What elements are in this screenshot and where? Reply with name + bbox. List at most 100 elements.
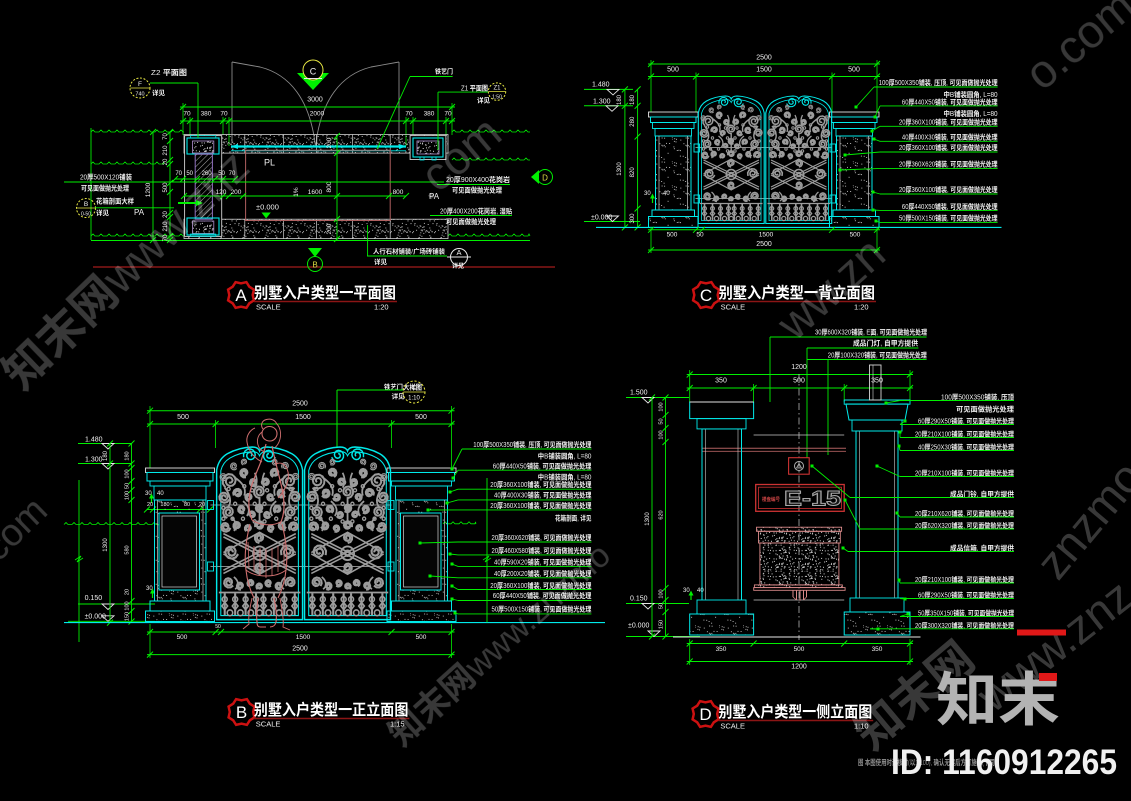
svg-text:图 本图使用时请核对(以1:100), 确认无误后方可施工(: 图 本图使用时请核对(以1:100), 确认无误后方可施工(下同). (858, 757, 998, 768)
svg-text:0.150: 0.150 (85, 593, 103, 603)
svg-text:500: 500 (667, 65, 679, 75)
svg-text:±0.000: ±0.000 (628, 621, 649, 631)
svg-text:20: 20 (160, 211, 169, 218)
svg-text:详见: 详见 (452, 261, 464, 270)
svg-text:210: 210 (160, 145, 169, 156)
svg-text:210: 210 (160, 221, 169, 232)
svg-text:40厚590X20铺装, 可见面做抛光处理: 40厚590X20铺装, 可见面做抛光处理 (494, 558, 591, 568)
svg-text:50: 50 (215, 623, 221, 630)
svg-text:1300: 1300 (642, 512, 651, 526)
svg-text:2500: 2500 (292, 643, 308, 653)
svg-text:40: 40 (157, 488, 164, 497)
svg-text:详见: 详见 (477, 95, 491, 105)
svg-text:30: 30 (145, 488, 152, 497)
svg-text:1.480: 1.480 (592, 80, 610, 90)
svg-text:C: C (310, 65, 317, 78)
svg-text:详见: 详见 (374, 256, 388, 266)
svg-text:150: 150 (123, 612, 131, 621)
svg-text:500: 500 (848, 65, 860, 75)
svg-text:1500: 1500 (759, 229, 774, 239)
svg-text:Z2 平面图: Z2 平面图 (151, 67, 187, 78)
svg-text:60厚440X50铺装, 可见面做抛光处理: 60厚440X50铺装, 可见面做抛光处理 (902, 98, 998, 108)
svg-text:150: 150 (657, 620, 665, 629)
svg-text:B: B (84, 198, 88, 208)
svg-text:可见面做抛光处理: 可见面做抛光处理 (452, 186, 502, 196)
svg-text:30: 30 (644, 188, 651, 197)
svg-text:1:50: 1:50 (492, 94, 502, 101)
svg-text:B: B (312, 260, 317, 271)
svg-text:Z1: Z1 (493, 83, 501, 92)
svg-text:50: 50 (657, 603, 665, 609)
svg-text:40厚250X30铺装, 可见面做抛光处理: 40厚250X30铺装, 可见面做抛光处理 (918, 443, 1014, 453)
svg-text:可见面做抛光处理: 可见面做抛光处理 (956, 405, 1014, 415)
svg-text:1.300: 1.300 (593, 97, 611, 107)
svg-text:70: 70 (405, 108, 413, 118)
svg-text:花箱剖面大样: 花箱剖面大样 (96, 197, 134, 207)
svg-text:350: 350 (715, 375, 727, 385)
svg-text:中B铺装圆角, L=80: 中B铺装圆角, L=80 (538, 472, 592, 482)
svg-text:70: 70 (160, 133, 169, 140)
svg-text:380: 380 (424, 108, 435, 118)
svg-text:A: A (456, 247, 461, 258)
svg-text:1:15: 1:15 (390, 719, 405, 730)
svg-text:F: F (138, 78, 142, 88)
svg-text:1%: 1% (290, 187, 300, 197)
svg-text:180: 180 (123, 451, 131, 460)
svg-text:铁艺门: 铁艺门 (435, 66, 453, 76)
svg-text:别墅入户类型一背立面图: 别墅入户类型一背立面图 (719, 281, 875, 303)
svg-text:1600: 1600 (308, 186, 323, 196)
svg-text:60厚290X50铺装, 可见面做抛光处理: 60厚290X50铺装, 可见面做抛光处理 (918, 591, 1014, 601)
svg-text:20厚620X320铺装, 可见面做抛光处理: 20厚620X320铺装, 可见面做抛光处理 (915, 521, 1014, 531)
svg-text:详见: 详见 (96, 207, 110, 217)
svg-text:±0.000: ±0.000 (256, 202, 279, 213)
svg-text:别墅入户类型一侧立面图: 别墅入户类型一侧立面图 (718, 700, 872, 722)
svg-text:20厚360X620铺装, 可见面做抛光处理: 20厚360X620铺装, 可见面做抛光处理 (492, 533, 592, 543)
svg-text:1.300: 1.300 (85, 455, 103, 465)
svg-text:1300: 1300 (100, 538, 109, 552)
svg-text:1300: 1300 (614, 162, 623, 176)
svg-text:中B铺装圆角, L=80: 中B铺装圆角, L=80 (538, 452, 592, 462)
svg-text:50厚350X150铺装, 可见面做抛光处理: 50厚350X150铺装, 可见面做抛光处理 (918, 609, 1014, 619)
svg-text:120: 120 (216, 186, 227, 196)
svg-text:中B铺装圆角, L=80: 中B铺装圆角, L=80 (944, 90, 998, 100)
svg-text:50: 50 (696, 229, 704, 239)
svg-text:20厚360X100铺装, 可见面做抛光处理: 20厚360X100铺装, 可见面做抛光处理 (490, 480, 591, 490)
svg-text:20: 20 (147, 500, 153, 508)
svg-text:60厚290X50铺装, 可见面做抛光处理: 60厚290X50铺装, 可见面做抛光处理 (918, 417, 1014, 427)
svg-text:100: 100 (123, 601, 131, 610)
svg-text:50: 50 (186, 168, 193, 177)
svg-text:1200: 1200 (142, 182, 152, 197)
svg-text:70: 70 (175, 168, 182, 177)
svg-text:B: B (236, 698, 247, 723)
svg-text:800: 800 (393, 186, 404, 196)
svg-text:500: 500 (177, 631, 188, 641)
svg-text:20厚210X620铺装, 可见面做抛光处理: 20厚210X620铺装, 可见面做抛光处理 (915, 509, 1014, 519)
svg-text:500: 500 (416, 631, 427, 641)
svg-text:500: 500 (160, 182, 169, 193)
svg-text:40: 40 (697, 585, 704, 594)
svg-text:200: 200 (323, 223, 333, 234)
svg-text:1:20: 1:20 (854, 302, 869, 313)
svg-text:60厚440X50铺装, 可见面做抛光处理: 60厚440X50铺装, 可见面做抛光处理 (493, 461, 592, 471)
svg-text:100厚500X350铺装, 压顶, 可见面做抛光处理: 100厚500X350铺装, 压顶, 可见面做抛光处理 (879, 78, 998, 88)
svg-text:20厚360X620铺装, 可见面做抛光处理: 20厚360X620铺装, 可见面做抛光处理 (899, 160, 998, 170)
svg-text:20: 20 (160, 158, 169, 165)
svg-text:100: 100 (123, 491, 131, 500)
svg-text:1500: 1500 (756, 65, 772, 75)
svg-text:1:10: 1:10 (408, 393, 420, 402)
svg-text:70: 70 (183, 108, 191, 118)
svg-text:C: C (411, 383, 416, 393)
svg-text:500: 500 (667, 229, 678, 239)
svg-text:1:20: 1:20 (374, 302, 389, 313)
svg-text:50: 50 (123, 483, 131, 489)
svg-text:成品信箱, 自甲方提供: 成品信箱, 自甲方提供 (950, 544, 1014, 554)
svg-text:40厚400X30铺装, 可见面做抛光处理: 40厚400X30铺装, 可见面做抛光处理 (494, 491, 591, 501)
svg-text:100: 100 (657, 430, 665, 439)
svg-text:成品门铃, 自甲方提供: 成品门铃, 自甲方提供 (950, 490, 1014, 500)
svg-text:3000: 3000 (307, 95, 323, 105)
svg-text:PL: PL (264, 156, 275, 169)
svg-text:0.150: 0.150 (630, 594, 648, 604)
svg-text:PA: PA (134, 207, 145, 218)
svg-text:300: 300 (627, 213, 636, 224)
svg-text:70: 70 (160, 234, 169, 241)
